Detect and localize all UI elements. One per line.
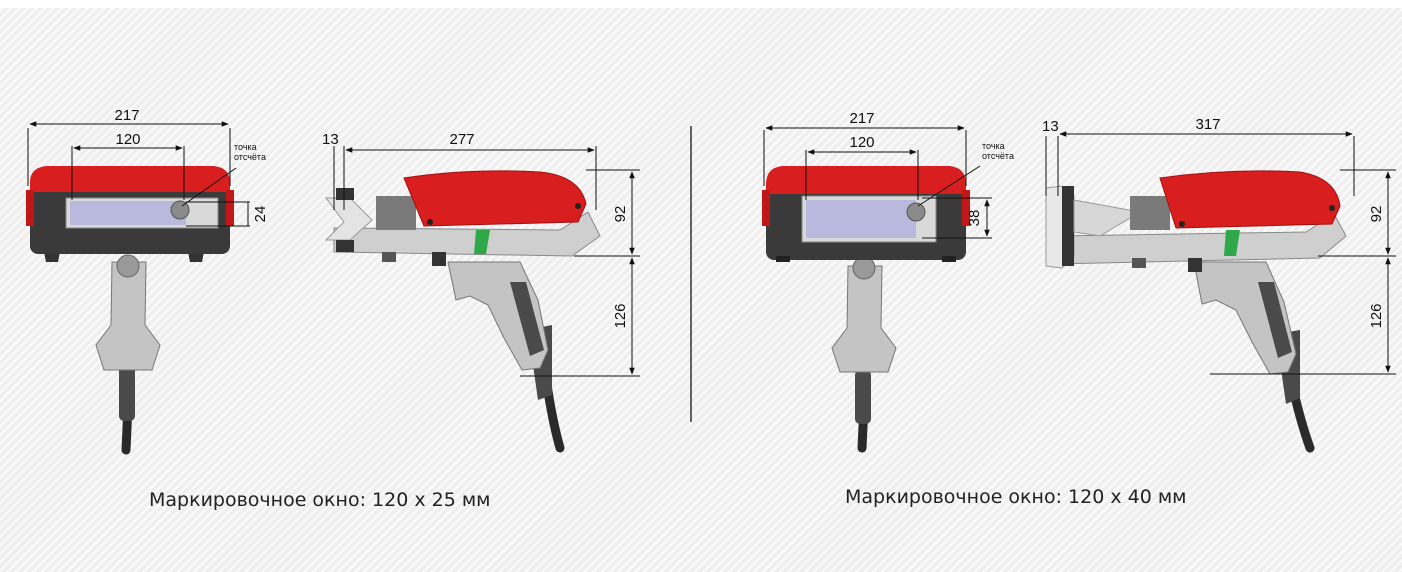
left-red-edge bbox=[26, 190, 34, 226]
grip-panel bbox=[1258, 282, 1292, 358]
screw bbox=[1329, 205, 1335, 211]
marking-window bbox=[70, 201, 186, 225]
strain-relief bbox=[855, 370, 871, 424]
body-block bbox=[1130, 196, 1170, 230]
red-cover bbox=[30, 166, 230, 192]
handle bbox=[831, 265, 897, 373]
left-foot bbox=[44, 252, 60, 262]
right-red-edge bbox=[226, 190, 234, 226]
bottom-fixture bbox=[1132, 258, 1146, 268]
fork-bottom-pad bbox=[336, 240, 354, 252]
green-accent bbox=[1224, 230, 1240, 256]
grip-panel bbox=[510, 282, 544, 356]
top-strip bbox=[0, 0, 1402, 8]
right-red-edge bbox=[962, 190, 970, 226]
lower-height-dimension-label: 126 bbox=[1368, 303, 1385, 328]
side-red-cover bbox=[1159, 170, 1341, 229]
foot bbox=[776, 256, 790, 262]
window-dimension-label: 120 bbox=[849, 134, 874, 151]
length-dimension-label: 277 bbox=[449, 131, 474, 148]
reference-point-marker bbox=[906, 202, 926, 222]
width-dimension-label: 217 bbox=[114, 107, 139, 124]
foot bbox=[942, 256, 956, 262]
handle bbox=[95, 261, 161, 371]
reference-label-line1: точка bbox=[234, 142, 257, 152]
screw bbox=[427, 219, 433, 225]
side-red-cover bbox=[403, 170, 587, 227]
bottom-knob bbox=[1188, 258, 1202, 272]
left-caption: Маркировочное окно: 120 х 25 мм bbox=[149, 489, 491, 511]
reference-point-marker bbox=[170, 200, 190, 220]
strain-relief bbox=[119, 365, 135, 421]
offset-dimension-label: 13 bbox=[1042, 118, 1059, 135]
right-foot bbox=[188, 252, 204, 262]
height-dimension-label: 38 bbox=[966, 210, 983, 227]
screw bbox=[1179, 221, 1185, 227]
marking-window bbox=[806, 200, 916, 238]
nose-pad bbox=[1062, 186, 1074, 266]
handle-joint bbox=[852, 256, 876, 280]
green-accent bbox=[474, 230, 490, 254]
window-dimension-label: 120 bbox=[115, 131, 140, 148]
upper-height-dimension-label: 92 bbox=[1368, 206, 1385, 223]
width-dimension-label: 217 bbox=[849, 110, 874, 127]
reference-label-line2: отсчёта bbox=[234, 152, 266, 162]
body-block bbox=[376, 196, 416, 230]
upper-height-dimension-label: 92 bbox=[612, 206, 629, 223]
height-dimension-label: 24 bbox=[252, 206, 269, 223]
reference-leader bbox=[917, 165, 981, 207]
red-cover bbox=[766, 166, 966, 194]
left-red-edge bbox=[762, 190, 770, 226]
lower-height-dimension-label: 126 bbox=[612, 303, 629, 328]
side-bracket bbox=[1073, 199, 1142, 237]
offset-dimension-label: 13 bbox=[322, 131, 339, 148]
bottom-knob bbox=[432, 252, 446, 266]
screw bbox=[575, 203, 581, 209]
handle-joint bbox=[116, 254, 140, 278]
reference-leader bbox=[181, 167, 237, 207]
left-front-view: 217 120 точка отсчёта 24 bbox=[26, 107, 269, 455]
frame-arm bbox=[333, 211, 601, 257]
bottom-fixture bbox=[382, 252, 396, 262]
length-dimension-label: 317 bbox=[1195, 116, 1220, 133]
fork-top-pad bbox=[336, 188, 354, 200]
right-front-view: 217 120 точка отсчёта 38 bbox=[762, 110, 1014, 453]
right-caption: Маркировочное окно: 120 х 40 мм bbox=[845, 486, 1187, 508]
reference-label-line1: точка bbox=[982, 141, 1005, 151]
reference-label-line2: отсчёта bbox=[982, 151, 1014, 161]
right-side-view: 13 317 92 126 bbox=[1042, 116, 1396, 453]
left-side-view: 13 277 92 126 bbox=[322, 131, 640, 453]
